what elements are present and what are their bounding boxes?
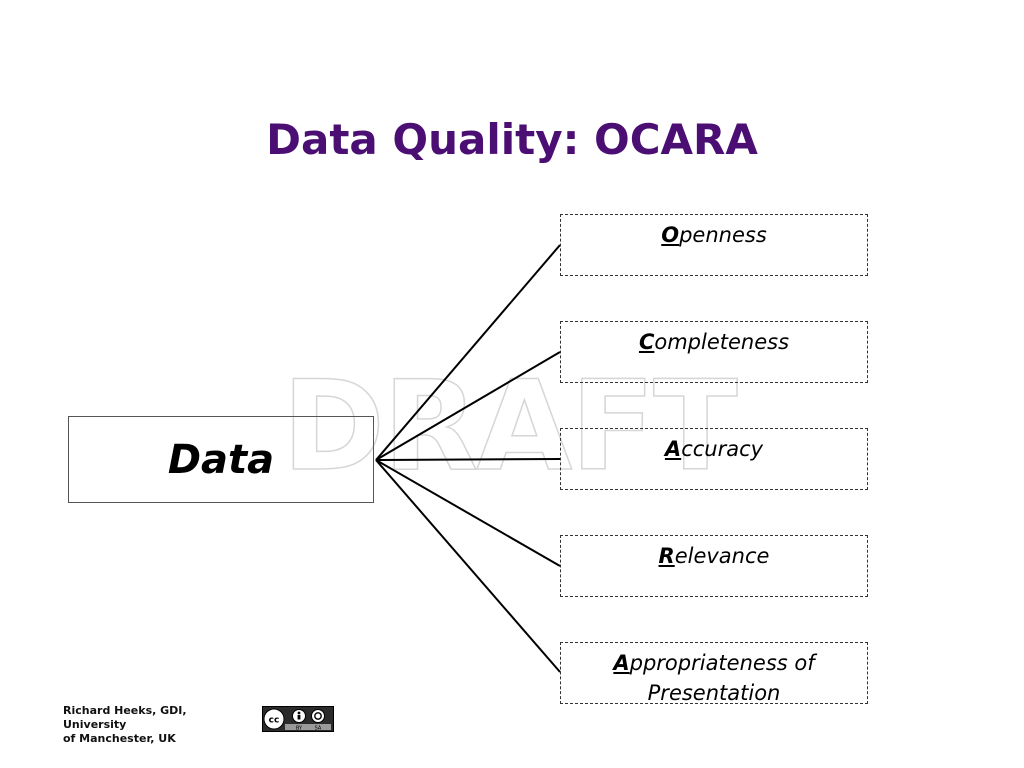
quality-box-openness: Openness [560,214,868,276]
quality-rest: elevance [674,544,770,568]
page-title: Data Quality: OCARA [266,115,758,164]
data-node-label: Data [167,436,275,483]
connector-completeness [375,351,561,461]
license-by-text: BY [296,726,303,732]
svg-text:cc: cc [269,716,280,726]
quality-rest: ppropriateness of [629,651,815,675]
quality-initial: R [658,544,675,568]
connector-appropriateness [375,459,561,673]
connector-accuracy [375,458,561,461]
license-sa-text: SA [315,726,322,732]
credit-line-1: Richard Heeks, GDI, University [63,704,187,731]
quality-rest: penness [679,223,767,247]
quality-initial: O [661,223,680,247]
quality-box-relevance: Relevance [560,535,868,597]
quality-rest: ompleteness [654,330,790,354]
draft-watermark: DRAFT [281,354,738,500]
connector-relevance [375,459,561,567]
data-node: Data [68,416,374,503]
credit-line-2: of Manchester, UK [63,732,176,745]
connector-openness [375,244,561,461]
quality-initial: A [613,651,630,675]
quality-initial: C [638,330,655,354]
license-badge-graphic: cc BY SA [263,707,333,732]
quality-rest: ccuracy [681,437,764,461]
quality-initial: A [664,437,682,461]
quality-rest-line2: Presentation [647,681,781,705]
quality-box-appropriateness: Appropriateness of Presentation [560,642,868,705]
quality-box-completeness: Completeness [560,321,868,383]
cc-by-sa-icon[interactable]: cc BY SA [262,706,334,732]
author-credit: Richard Heeks, GDI, University of Manche… [63,704,253,746]
quality-box-accuracy: Accuracy [560,428,868,490]
